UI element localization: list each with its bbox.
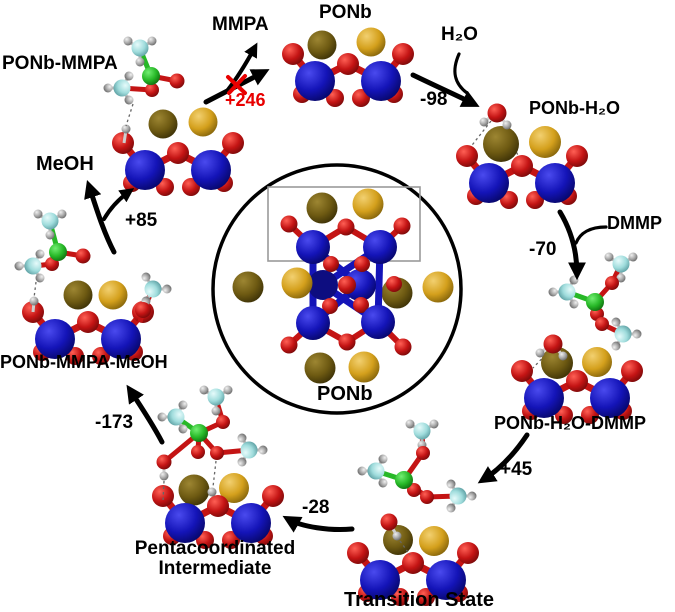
arrow-h2o-adsorption — [410, 72, 480, 107]
label-ponb-center: PONb — [317, 383, 373, 405]
mmpa-molecule-adsorbed — [102, 35, 185, 106]
ponb-mmpa-structure — [102, 35, 245, 197]
label-ponb-h2o: PONb-H₂O — [529, 98, 620, 118]
mmpa-molecule — [13, 208, 91, 284]
energy-dmmp-adsorption: -70 — [529, 239, 557, 260]
energy-meoh-desorption: +85 — [125, 210, 158, 231]
label-pentacoordinated-line1: Pentacoordinated — [134, 538, 296, 559]
ponb-structure — [282, 27, 414, 108]
label-pentacoordinated-line2: Intermediate — [158, 557, 272, 579]
meoh-molecule — [135, 271, 173, 323]
arrow-h2o-feed — [453, 52, 469, 95]
arrow-mmpa-branch — [225, 42, 258, 93]
label-dmmp: DMMP — [607, 213, 662, 233]
energy-intermediate-to-product: -173 — [95, 412, 134, 433]
label-h2o: H₂O — [441, 24, 478, 45]
ponb-mmpa-meoh-structure — [13, 208, 173, 366]
energy-activation: +45 — [500, 459, 533, 480]
arrow-dmmp-adsorption — [557, 209, 586, 281]
label-ponb-top: PONb — [319, 2, 372, 23]
label-ponb-h2o-dmmp: PONb-H₂O-DMMP — [494, 413, 646, 433]
center-circle-outline — [211, 163, 463, 415]
pentacoordinated-molecule — [156, 384, 269, 481]
arrow-dmmp-feed — [574, 225, 608, 245]
transition-state-structure — [347, 418, 479, 607]
label-ponb-mmpa-meoh: PONb-MMPA-MeOH — [0, 352, 168, 372]
arrow-meoh-branch — [102, 188, 135, 221]
energy-h2o-adsorption: -98 — [420, 89, 448, 110]
arrow-activation — [477, 432, 530, 484]
energy-mmpa-desorption: +246 — [225, 90, 266, 110]
label-meoh: MeOH — [36, 153, 94, 175]
dmmp-molecule — [547, 251, 643, 352]
energy-ts-to-intermediate: -28 — [302, 497, 330, 518]
label-transition-state: Transition State — [344, 589, 495, 611]
arrow-meoh-release — [84, 180, 117, 255]
label-pentacoordinated-intermediate: Pentacoordinated Intermediate — [110, 539, 320, 579]
label-mmpa: MMPA — [212, 14, 269, 35]
ponb-h2o-dmmp-structure — [511, 251, 643, 425]
ponb-h2o-structure — [456, 102, 588, 210]
arrow-ts-to-intermediate — [282, 515, 355, 533]
blocked-x-icon — [226, 74, 247, 95]
arrow-intermediate-to-product — [126, 384, 165, 445]
unit-cell-highlight-rect — [267, 186, 421, 262]
ts-molecule — [356, 418, 478, 514]
pentacoordinated-structure — [152, 384, 284, 550]
label-ponb-mmpa: PONb-MMPA — [2, 53, 118, 74]
ponb-cluster-structure — [232, 188, 454, 384]
